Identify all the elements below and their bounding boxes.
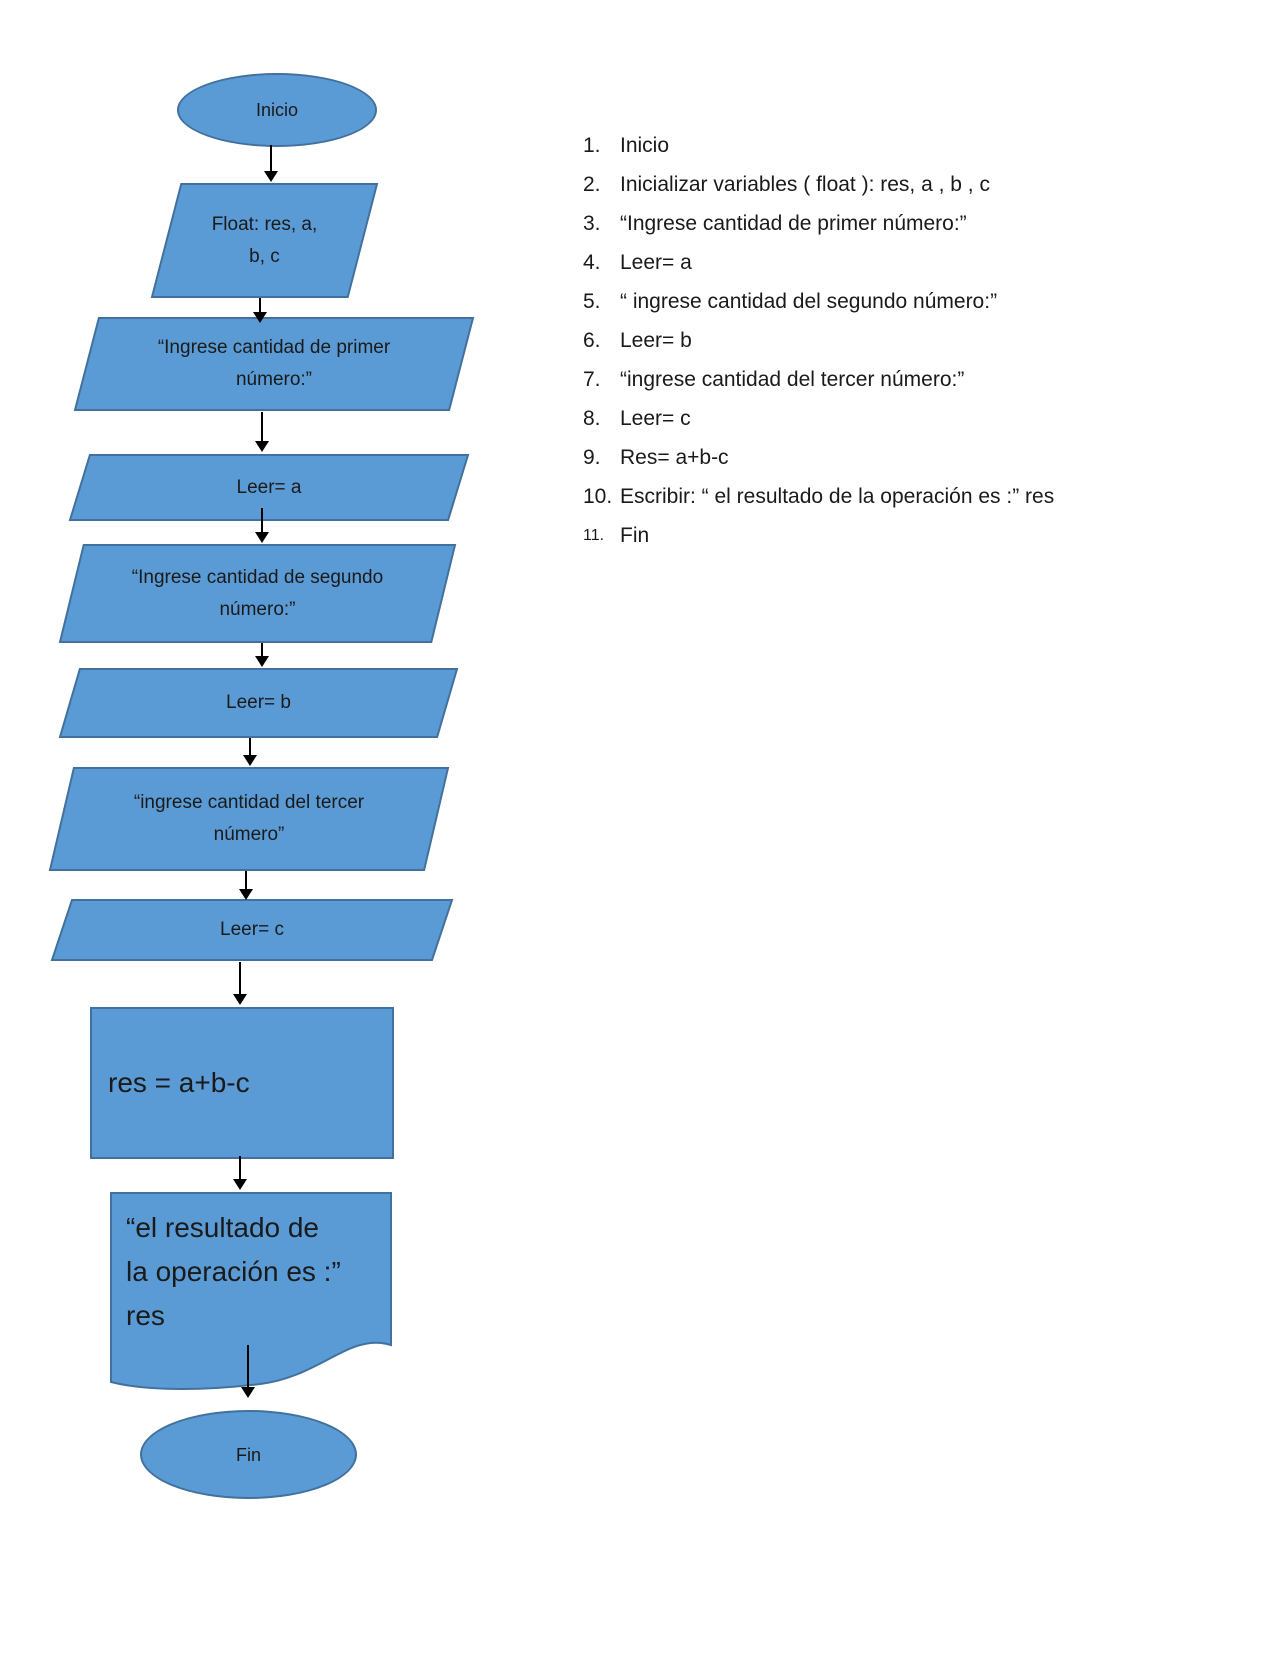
flow-terminator-fin-label: Fin [235,1444,261,1465]
step-number: 6. [583,329,601,352]
flow-document-output-label: “el resultado de la operación es :” res [126,1212,341,1331]
step-number: 3. [583,212,601,235]
step-number: 1. [583,134,601,157]
flow-io-leer-c-label: Leer= c [220,919,284,940]
step-text: “Ingrese cantidad de primer número:” [620,212,967,235]
flow-arrow-2 [253,298,267,323]
flow-terminator-inicio: Inicio [177,73,377,147]
flow-arrow-1 [264,145,278,182]
step-text: Res= a+b-c [620,446,729,469]
steps-list: 1. Inicio 2. Inicializar variables ( flo… [583,126,1183,555]
step-text: Escribir: “ el resultado de la operación… [620,485,1055,508]
flow-io-leer-b-label: Leer= b [226,692,291,713]
step-number: 7. [583,368,601,391]
step-text: Inicializar variables ( float ): res, a … [620,173,990,196]
flow-io-float-declaration-label: Float: res, a, b, c [211,213,318,267]
flow-arrow-10 [241,1345,255,1398]
step-text: Leer= c [620,407,691,430]
step-text: Leer= b [620,329,692,352]
list-item: 4. Leer= a [583,243,1183,282]
list-item: 2. Inicializar variables ( float ): res,… [583,165,1183,204]
flow-io-leer-c: Leer= c [52,900,452,960]
flow-arrow-9 [233,1156,247,1190]
flow-io-msg-primer: “Ingrese cantidad de primer número:” [75,318,473,410]
parallelogram-shape [60,669,457,737]
list-item: 11. Fin [583,516,1183,555]
step-number: 10. [583,485,613,508]
step-text: Inicio [620,134,670,157]
flow-arrow-5 [255,643,269,667]
parallelogram-shape [70,455,468,520]
flow-io-leer-a: Leer= a [70,455,468,520]
flow-process-res: res = a+b-c [90,1007,394,1159]
flow-io-float-declaration: Float: res, a, b, c [152,184,377,297]
list-item: 1. Inicio [583,126,1183,165]
list-item: 9. Res= a+b-c [583,438,1183,477]
parallelogram-shape [152,184,377,297]
list-item: 6. Leer= b [583,321,1183,360]
list-item: 10. Escribir: “ el resultado de la opera… [583,477,1183,516]
parallelogram-shape [60,545,455,642]
list-item: 7. “ingrese cantidad del tercer número:” [583,360,1183,399]
list-item: 8. Leer= c [583,399,1183,438]
flow-arrow-6 [243,738,257,766]
step-text: Leer= a [620,251,692,274]
document-shape [110,1192,392,1392]
flow-arrow-3 [255,412,269,452]
parallelogram-shape [75,318,473,410]
flow-arrow-8 [233,962,247,1005]
parallelogram-shape [50,768,448,870]
flow-terminator-fin: Fin [140,1410,357,1499]
step-number: 11. [583,527,605,544]
flow-process-res-label: res = a+b-c [108,1067,250,1098]
flow-io-msg-tercer: “ingrese cantidad del tercer número” [50,768,448,870]
flow-arrow-7 [239,871,253,900]
list-item: 3. “Ingrese cantidad de primer número:” [583,204,1183,243]
flow-document-output: “el resultado de la operación es :” res [110,1192,392,1392]
step-number: 8. [583,407,601,430]
flow-arrow-4 [255,508,269,543]
flow-io-leer-b: Leer= b [60,669,457,737]
flow-io-msg-segundo: “Ingrese cantidad de segundo número:” [60,545,455,642]
step-number: 4. [583,251,601,274]
flow-io-msg-segundo-label: “Ingrese cantidad de segundo número:” [131,566,384,620]
step-number: 2. [583,173,601,196]
flow-terminator-inicio-label: Inicio [255,100,299,120]
parallelogram-shape [52,900,452,960]
flow-io-msg-tercer-label: “ingrese cantidad del tercer número” [133,792,365,845]
step-text: “ingrese cantidad del tercer número:” [620,368,965,391]
step-number: 9. [583,446,601,469]
flow-io-leer-a-label: Leer= a [236,476,302,498]
flow-io-msg-primer-label: “Ingrese cantidad de primer número:” [157,337,391,390]
step-number: 5. [583,290,601,313]
list-item: 5. “ ingrese cantidad del segundo número… [583,282,1183,321]
step-text: Fin [620,524,650,547]
step-text: “ ingrese cantidad del segundo número:” [620,290,998,313]
